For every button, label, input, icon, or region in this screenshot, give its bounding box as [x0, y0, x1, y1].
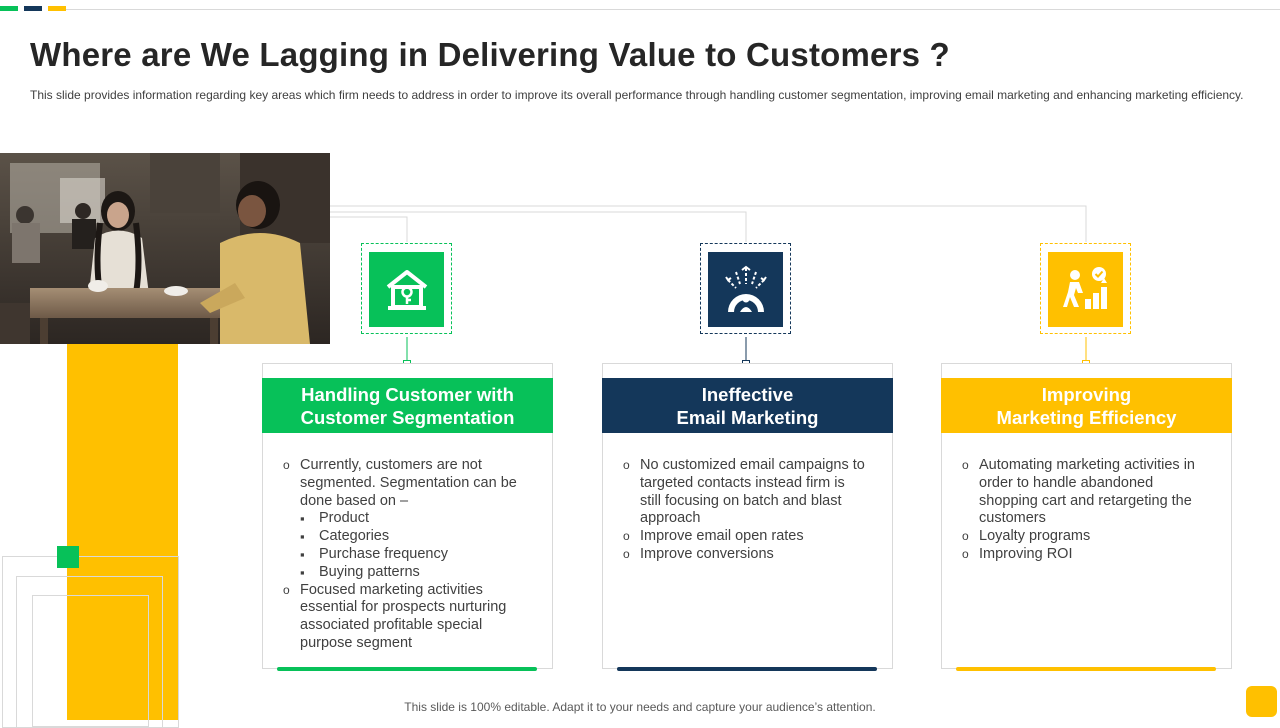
card-heading-line1: Improving [1041, 383, 1132, 405]
accent-yellow [48, 6, 66, 11]
icon-frame-email [700, 243, 791, 334]
card-body: No customized email campaigns to targete… [623, 457, 868, 564]
card-marketing-efficiency: Improving Marketing Efficiency Automatin… [941, 363, 1232, 671]
icon-frame-segmentation [361, 243, 452, 334]
icon-tile-navy [708, 252, 783, 327]
top-accent-bar [0, 0, 1280, 12]
photo-illustration [0, 153, 330, 344]
icon-frame-efficiency [1040, 243, 1131, 334]
card-footer-bar [277, 667, 537, 671]
growth-climb-icon [1062, 266, 1107, 309]
bullet-item: Loyalty programs [962, 528, 1207, 546]
bullet-item: Improving ROI [962, 546, 1207, 564]
bullet-item: No customized email campaigns to targete… [623, 457, 868, 528]
card-heading: Handling Customer with Customer Segmenta… [262, 378, 553, 433]
icon-tile-yellow [1048, 252, 1123, 327]
sub-bullet-item: Product [283, 510, 528, 528]
card-email-marketing: Ineffective Email Marketing No customize… [602, 363, 893, 671]
card-heading: Ineffective Email Marketing [602, 378, 893, 433]
card-segmentation: Handling Customer with Customer Segmenta… [262, 363, 553, 671]
accent-navy [24, 6, 42, 11]
yellow-side-bar [67, 344, 178, 720]
sub-bullet-item: Purchase frequency [283, 546, 528, 564]
card-heading-line2: Customer Segmentation [300, 406, 515, 428]
sub-bullet-item: Buying patterns [283, 564, 528, 582]
page-title: Where are We Lagging in Delivering Value… [30, 36, 950, 73]
audience-broadcast-icon [724, 265, 767, 312]
cafe-couple-photo [0, 153, 330, 344]
card-heading: Improving Marketing Efficiency [941, 378, 1232, 433]
card-heading-line1: Ineffective [701, 383, 794, 405]
page-subtitle: This slide provides information regardin… [30, 88, 1244, 102]
bullet-item: Automating marketing activities in order… [962, 457, 1207, 528]
sub-bullet-item: Categories [283, 528, 528, 546]
corner-action-button[interactable] [1246, 686, 1277, 717]
bullet-item: Focused marketing activities essential f… [283, 582, 528, 653]
card-footer-bar [956, 667, 1216, 671]
bullet-item: Currently, customers are not segmented. … [283, 457, 528, 510]
bullet-item: Improve email open rates [623, 528, 868, 546]
card-body: Currently, customers are not segmented. … [283, 457, 528, 653]
top-rule [66, 9, 1280, 10]
bullet-item: Improve conversions [623, 546, 868, 564]
icon-tile-green [369, 252, 444, 327]
card-heading-line2: Marketing Efficiency [996, 406, 1177, 428]
house-key-icon [386, 269, 427, 310]
footer-note: This slide is 100% editable. Adapt it to… [404, 700, 876, 714]
green-accent-square [57, 546, 79, 568]
card-footer-bar [617, 667, 877, 671]
card-heading-line1: Handling Customer with [301, 383, 514, 405]
accent-green [0, 6, 18, 11]
card-body: Automating marketing activities in order… [962, 457, 1207, 564]
card-heading-line2: Email Marketing [676, 406, 819, 428]
